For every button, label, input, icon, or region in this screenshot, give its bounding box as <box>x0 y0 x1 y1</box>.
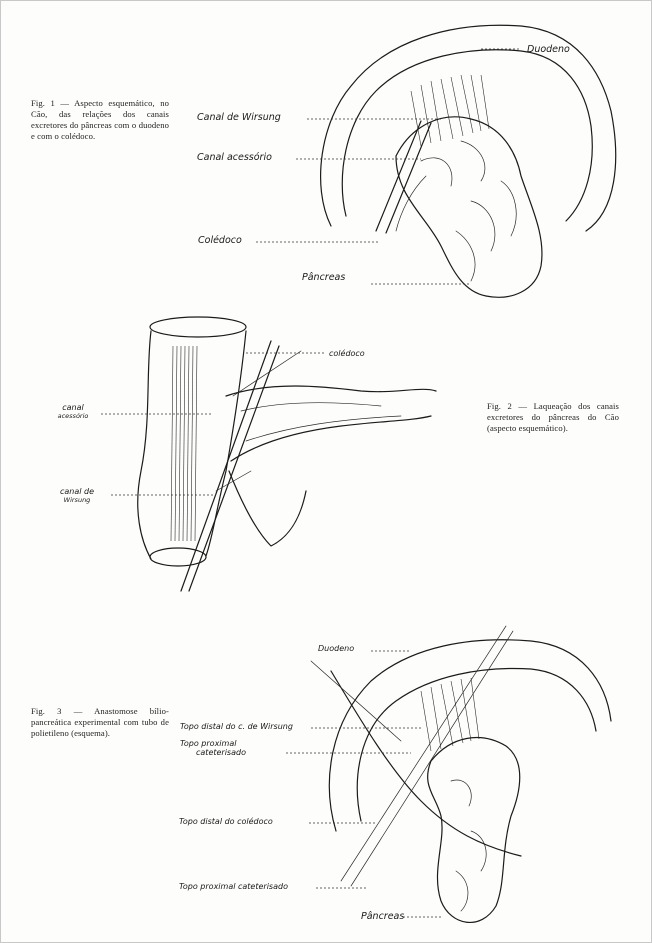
fig3-label-topo-proximal-line1: Topo proximal <box>180 739 290 748</box>
fig3-label-topo-proximal-cateterisado: Topo proximal cateterisado <box>179 882 288 891</box>
fig3-label-topo-distal-coledoco: Topo distal do colédoco <box>179 817 273 826</box>
fig3-label-topo-distal-wirsung: Topo distal do c. de Wirsung <box>180 722 293 731</box>
fig3-label-pancreas: Pâncreas <box>361 911 404 922</box>
fig3-label-topo-proximal-line2: cateterisado <box>180 748 290 757</box>
fig3-label-duodeno: Duodeno <box>318 644 354 653</box>
fig3-label-topo-proximal: Topo proximal cateterisado <box>180 739 290 757</box>
